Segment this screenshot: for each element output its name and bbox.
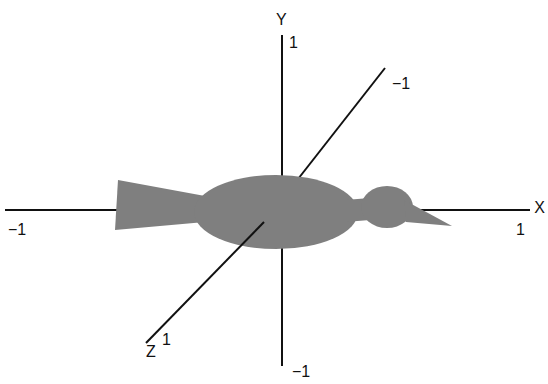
z-axis-front	[146, 222, 264, 343]
axis-label: −1	[292, 364, 310, 380]
axis-label: Z	[146, 344, 156, 360]
axis-label: 1	[162, 332, 171, 348]
axis-label: −1	[392, 76, 410, 92]
bird-silhouette	[115, 175, 452, 249]
axis-label: X	[534, 200, 545, 216]
bird-tail	[115, 180, 205, 230]
bird-body	[194, 175, 358, 249]
axis-label: Y	[276, 12, 287, 28]
axis-label: 1	[516, 222, 525, 238]
axis-label: −1	[8, 222, 26, 238]
bird-beak	[404, 200, 452, 226]
axis-label: 1	[289, 35, 298, 51]
